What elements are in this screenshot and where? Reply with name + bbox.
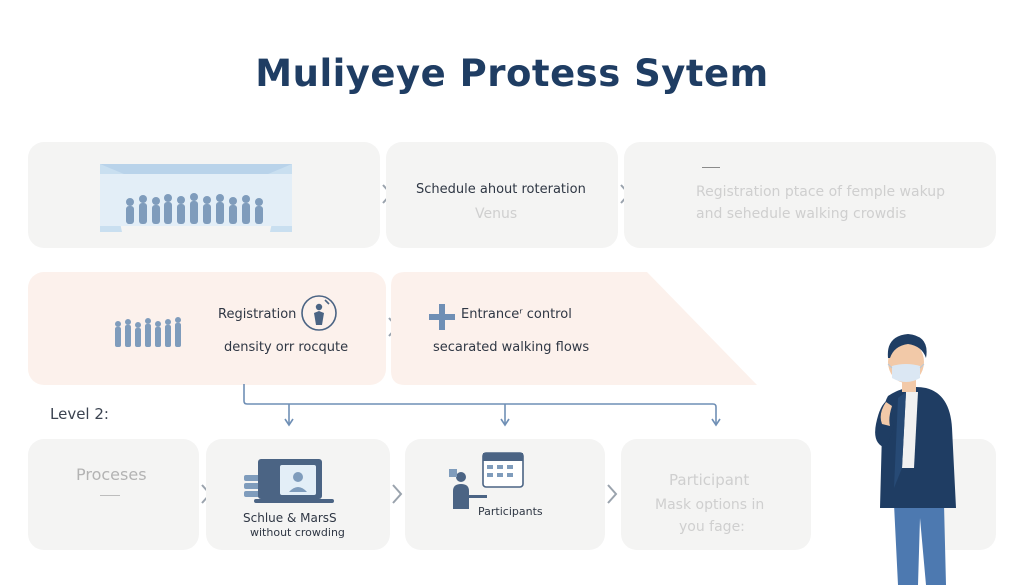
- row2-card-entrance-shape: [391, 272, 757, 385]
- row3-card-processes: Proceses: [28, 439, 199, 550]
- row3-card-participant-mask: Participant Mask options in you fage:: [621, 439, 811, 550]
- row3-card-participants: Participants: [405, 439, 605, 550]
- row3-card1-label: Proceses: [76, 465, 147, 484]
- level-label: Level 2:: [50, 405, 109, 423]
- row2-card2-line1: Entranceʳ control: [461, 307, 572, 322]
- divider: [100, 495, 120, 496]
- crowd-icon: [115, 317, 181, 347]
- page-title: Muliyeye Protess Sytem: [255, 52, 769, 95]
- row1-card2-line1: Schedule ahout roteration: [416, 182, 586, 197]
- chevron-right-icon: [607, 484, 618, 504]
- row2-card-entrance: Entranceʳ control secarated walking flow…: [391, 272, 757, 385]
- row1-card2-line2: Venus: [475, 206, 518, 222]
- row3-card2-line1: Schlue & MarsS: [243, 511, 337, 525]
- row2-card-registration: Registration density orr rocqute: [28, 272, 386, 385]
- row2-card1-line2: density orr rocqute: [224, 340, 349, 355]
- clock-person-icon: [301, 295, 337, 331]
- row1-card-crowd: [28, 142, 380, 248]
- row3-card4-line1: Participant: [669, 471, 750, 489]
- row1-card3-line2: and sehedule walking crowdis: [696, 206, 907, 222]
- row2-card1-line1: Registration: [218, 307, 297, 322]
- desk-calendar-icon: [449, 452, 524, 509]
- row3-card2-line2: without crowding: [250, 526, 345, 539]
- row3-card-schedule: Schlue & MarsS without crowding: [206, 439, 390, 550]
- row3-card4-line3: you fage:: [679, 519, 745, 535]
- row1-card3-line1: Registration ptace of femple wakup: [696, 184, 946, 200]
- row1-card-schedule: Schedule ahout roteration Venus: [386, 142, 618, 248]
- divider: [702, 167, 720, 168]
- plus-icon: [429, 304, 455, 330]
- stage-crowd-illustration: [100, 164, 292, 232]
- row3-card4-line2: Mask options in: [655, 497, 765, 513]
- chevron-right-icon: [392, 484, 403, 504]
- masked-person-illustration: [875, 334, 956, 585]
- row2-card2-line2: secarated walking flows: [433, 340, 590, 355]
- laptop-user-icon: [244, 459, 334, 503]
- row3-card3-label: Participants: [478, 505, 543, 518]
- row1-card-registration-place: Registration ptace of femple wakup and s…: [624, 142, 996, 248]
